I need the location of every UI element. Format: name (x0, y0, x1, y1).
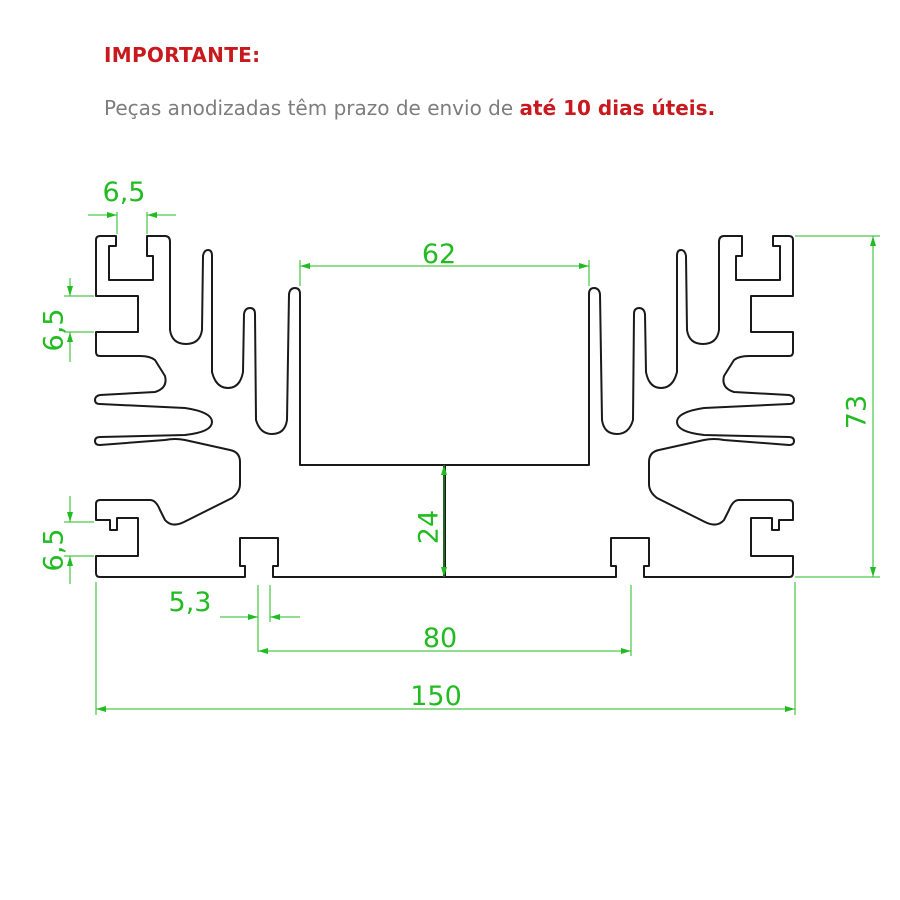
profile-right-half (444, 235, 795, 578)
profile-left-half (94, 235, 445, 578)
dim-slot-left-lower: 6,5 (39, 496, 94, 584)
dim-slot-top: 6,5 (88, 177, 176, 234)
dim-slot-left-lower-label: 6,5 (39, 529, 70, 572)
dim-slot-left-upper-label: 6,5 (39, 309, 70, 352)
dim-foot-spacing: 80 (258, 585, 632, 656)
notice-text: Peças anodizadas têm prazo de envio de a… (104, 96, 715, 120)
dim-slot-left-upper: 6,5 (39, 278, 94, 362)
dim-channel-width: 62 (299, 239, 590, 286)
notice-title: IMPORTANTE: (104, 43, 261, 67)
notice-text-prefix: Peças anodizadas têm prazo de envio de (104, 96, 520, 120)
dim-total-width-label: 150 (410, 681, 462, 712)
dim-foot-width-label: 5,3 (169, 587, 212, 618)
dim-foot-width: 5,3 (169, 585, 300, 652)
dim-total-width: 150 (95, 582, 796, 715)
dim-foot-spacing-label: 80 (423, 623, 457, 654)
heatsink-profile (94, 235, 795, 578)
dim-total-height: 73 (795, 235, 880, 578)
dim-base-height-label: 24 (414, 510, 445, 544)
dim-total-height-label: 73 (842, 395, 873, 429)
dim-slot-top-label: 6,5 (103, 177, 146, 208)
notice-text-highlight: até 10 dias úteis. (519, 96, 716, 120)
dim-base-height: 24 (414, 465, 447, 577)
dim-channel-width-label: 62 (422, 239, 456, 270)
